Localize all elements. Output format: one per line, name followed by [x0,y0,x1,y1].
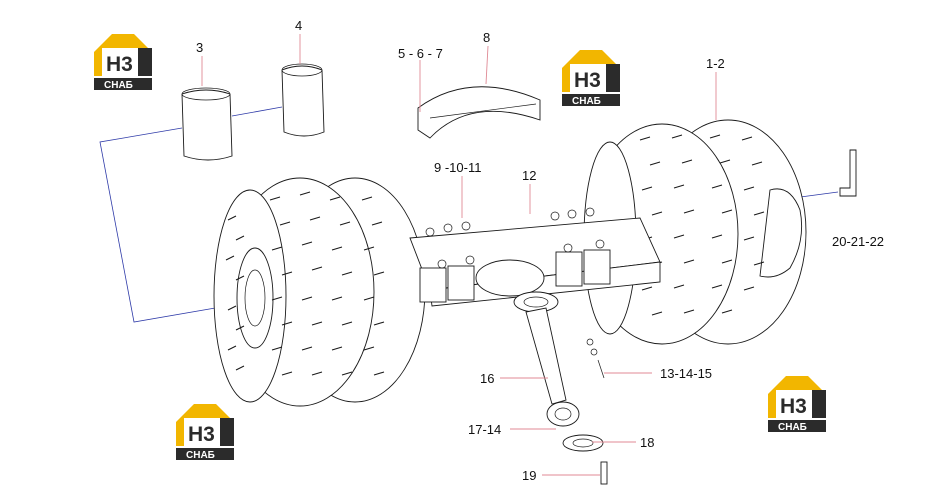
logo-mark: H3 [574,69,601,92]
leader-lines [201,34,717,476]
callout-16: 16 [480,371,494,386]
logo-mark: H3 [780,395,807,418]
bushing-parts [181,63,325,161]
clip-part [839,149,857,197]
logo-word: СНАБ [778,422,807,433]
callout-20-21-22: 20-21-22 [832,234,884,249]
callout-19: 19 [522,468,536,483]
callout-17-14: 17-14 [468,422,501,437]
callout-13-14-15: 13-14-15 [660,366,712,381]
logo-mark: H3 [188,423,215,446]
callout-labels: 3 4 5 - 6 - 7 8 1-2 9 -10-11 12 20-21-22… [196,18,884,483]
callout-8: 8 [483,30,490,45]
logo-word: СНАБ [572,96,601,107]
left-dual-tires [213,177,426,407]
callout-3: 3 [196,40,203,55]
logo-mark: H3 [106,53,133,76]
callout-9-10-11: 9 -10-11 [434,160,481,175]
logo-word: СНАБ [104,80,133,91]
callout-5-6-7: 5 - 6 - 7 [398,46,443,61]
callout-4: 4 [295,18,302,33]
bracket-part [417,86,541,139]
callout-1-2: 1-2 [706,56,725,71]
shaft-assembly [513,291,608,485]
callout-18: 18 [640,435,654,450]
watermark-logo-2: H3 СНАБ [562,50,620,107]
logo-word: СНАБ [186,450,215,461]
watermark-logo-3: H3 СНАБ [176,404,234,461]
balance-beam [409,207,661,307]
watermark-logo-1: H3 СНАБ [94,34,152,91]
right-dual-tires [583,119,807,345]
watermark-logo-4: H3 СНАБ [768,376,826,433]
callout-12: 12 [522,168,536,183]
